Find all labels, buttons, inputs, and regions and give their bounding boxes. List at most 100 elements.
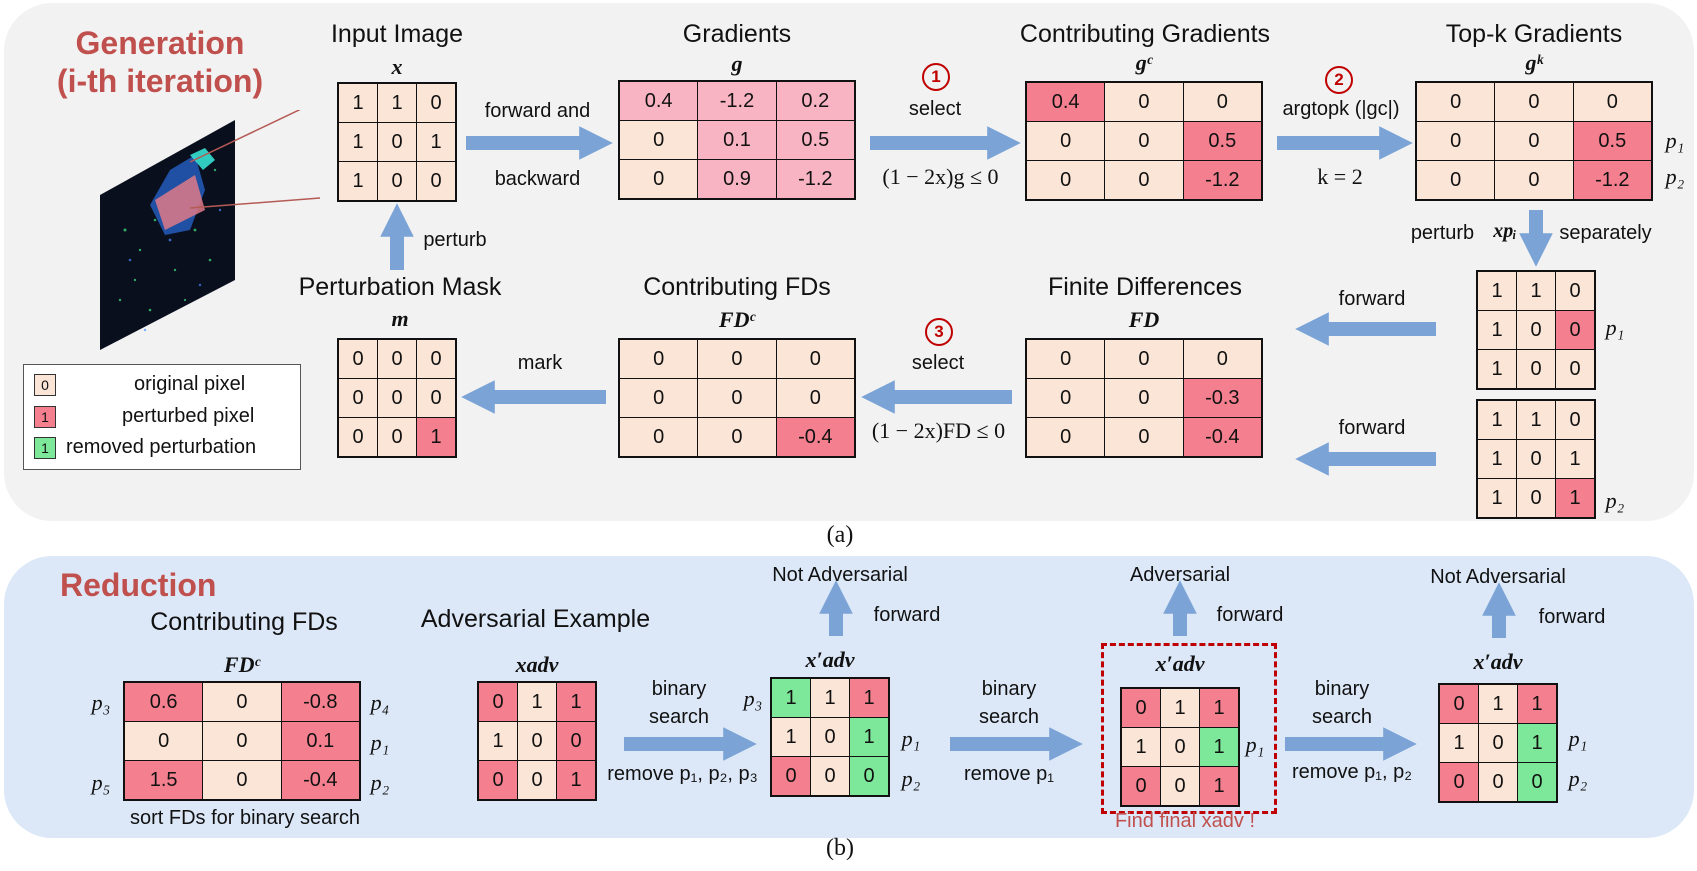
matrix-cell: 0 xyxy=(518,722,556,760)
matrix-cell: 0 xyxy=(1495,161,1573,199)
matrix-cell: 0 xyxy=(1105,340,1183,378)
forward-1-label: forward xyxy=(1338,288,1406,310)
matrix-cell: 0 xyxy=(1027,122,1105,160)
matrix-cell: -0.8 xyxy=(281,683,359,721)
matrix-cell: 1 xyxy=(1200,728,1238,766)
forward-and-label: forward and xyxy=(484,100,591,122)
matrix-cell: 0 xyxy=(1440,685,1478,723)
perturbation-mask-title: Perturbation Mask xyxy=(298,273,502,301)
contributing-gradients-symbol: gᶜ xyxy=(1135,50,1153,75)
matrix-cell: 0.5 xyxy=(776,121,854,159)
legend-swatch-original: 0 xyxy=(34,374,56,396)
matrix-cell: 0 xyxy=(378,340,416,378)
separately-label: separately xyxy=(1559,222,1652,244)
matrix-cell: -1.2 xyxy=(1573,161,1651,199)
legend-text-removed: removed perturbation xyxy=(66,436,257,458)
gradients-title: Gradients xyxy=(682,20,792,48)
matrix-cell: 0 xyxy=(850,757,888,795)
matrix-cell: 0 xyxy=(698,340,776,378)
bcfd-left-p5: p₅ xyxy=(91,770,111,795)
result-2-symbol: x′adv xyxy=(1155,651,1205,676)
matrix-cell: 1 xyxy=(417,418,455,456)
perturbation-mask-symbol: m xyxy=(391,306,409,331)
matrix-cell: 0 xyxy=(620,418,698,456)
matrix-cell: 0.6 xyxy=(125,683,203,721)
matrix-cell: 0 xyxy=(378,162,416,200)
matrix-cell: 1 xyxy=(378,84,416,122)
matrix-cell: 0 xyxy=(620,121,698,159)
matrix-cell: 0 xyxy=(1479,724,1517,762)
matrix-cell: 1 xyxy=(1200,767,1238,805)
select-3-condition: (1 − 2x)FD ≤ 0 xyxy=(871,418,1006,443)
perturb-symbol: xpᵢ xyxy=(1493,220,1517,242)
matrix-cell: 0.1 xyxy=(698,121,776,159)
matrix-cell: 0 xyxy=(811,757,849,795)
legend-text-original: original pixel xyxy=(134,373,246,395)
bs1-binary: binary xyxy=(651,678,707,700)
backward-label: backward xyxy=(494,168,581,190)
matrix-cell: 1 xyxy=(1517,401,1555,439)
pert1-p1-label: p₁ xyxy=(1605,315,1625,340)
reduction-heading: Reduction xyxy=(60,567,217,603)
matrix-cell: 1 xyxy=(1161,689,1199,727)
matrix-cell: 1 xyxy=(1478,401,1516,439)
result-1-symbol: x′adv xyxy=(805,647,855,672)
caption-b: (b) xyxy=(826,835,854,861)
bcfd-left-p3: p₃ xyxy=(91,690,111,715)
matrix-cell: 0 xyxy=(378,379,416,417)
caption-a: (a) xyxy=(826,522,854,548)
bs3-remove: remove p₁, p₂ xyxy=(1291,761,1413,783)
matrix-cell: 0.5 xyxy=(1183,122,1261,160)
matrix-cell: 0 xyxy=(1122,767,1160,805)
result-1-forward: forward xyxy=(873,604,941,626)
step-3-marker: 3 xyxy=(925,318,953,346)
contributing-gradients-title: Contributing Gradients xyxy=(1019,20,1271,48)
bs2-binary: binary xyxy=(981,678,1037,700)
bs1-search: search xyxy=(648,706,710,728)
matrix-cell: 1 xyxy=(1440,724,1478,762)
matrix-cell: 0 xyxy=(1517,479,1555,517)
select-1-label: select xyxy=(908,98,962,120)
res3-right-p2: p₂ xyxy=(1568,766,1588,791)
matrix-cell: 0 xyxy=(1027,340,1105,378)
bs3-binary: binary xyxy=(1314,678,1370,700)
matrix-cell: 0 xyxy=(772,757,810,795)
matrix-cell: 0 xyxy=(1122,689,1160,727)
matrix-cell: 1.5 xyxy=(125,761,203,799)
matrix-cell: 0 xyxy=(417,340,455,378)
step-2-marker: 2 xyxy=(1325,66,1353,94)
matrix-cell: 0 xyxy=(1440,763,1478,801)
matrix-cell: 0 xyxy=(698,379,776,417)
matrix-cell: 0 xyxy=(1027,418,1105,456)
gradients-symbol: g xyxy=(731,51,743,76)
matrix-cell: 1 xyxy=(1479,685,1517,723)
matrix-cell: 0 xyxy=(339,379,377,417)
input-image-symbol: x xyxy=(391,54,403,79)
select-1-condition: (1 − 2x)g ≤ 0 xyxy=(882,164,999,189)
matrix-cell: 0 xyxy=(1556,350,1594,388)
result-3-label: Not Adversarial xyxy=(1430,566,1566,588)
result-3-symbol: x′adv xyxy=(1473,649,1523,674)
matrix-cell: 0 xyxy=(417,162,455,200)
matrix-cell: 0 xyxy=(1183,83,1261,121)
bcfd-right-p1: p₁ xyxy=(370,730,390,755)
step-1-marker: 1 xyxy=(922,63,950,91)
sort-note: sort FDs for binary search xyxy=(129,807,361,829)
matrix-cell: 1 xyxy=(339,162,377,200)
matrix-cell: 0 xyxy=(1161,767,1199,805)
result-3-forward: forward xyxy=(1538,606,1606,628)
matrix-cell: 0 xyxy=(1417,83,1495,121)
bcfd-right-p2: p₂ xyxy=(370,770,390,795)
matrix-cell: 1 xyxy=(1517,272,1555,310)
matrix-cell: -0.3 xyxy=(1183,379,1261,417)
generation-heading: Generation (i-th iteration) xyxy=(40,24,280,100)
final-note: Find final xadv ! xyxy=(1114,810,1256,832)
matrix-cell: 1 xyxy=(518,683,556,721)
